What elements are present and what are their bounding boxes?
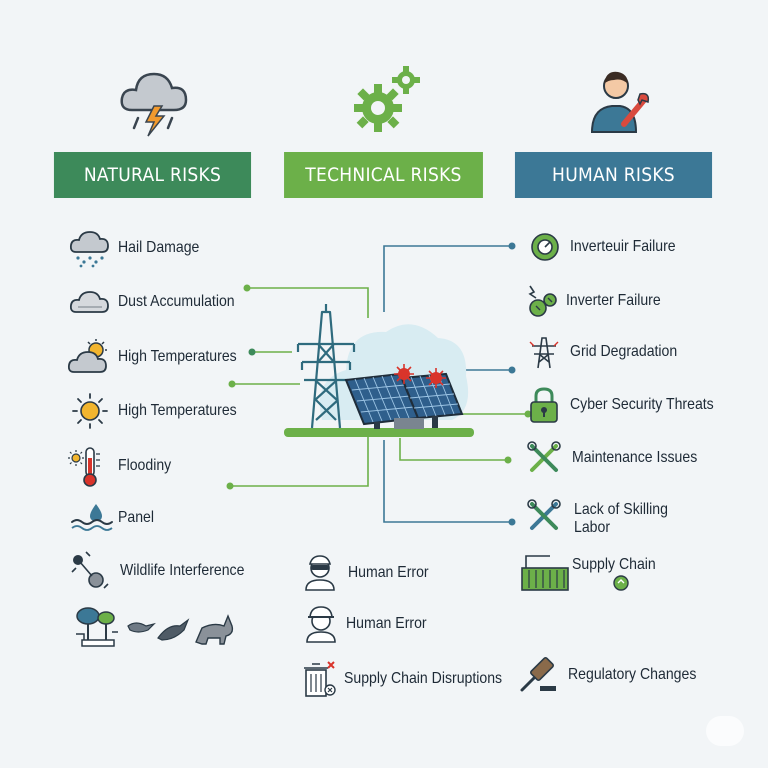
risk-label: Panel: [118, 509, 155, 526]
worker-mask-icon: [305, 555, 335, 591]
broken-gear-icon: [528, 285, 557, 317]
list-item-inverteuir-failure: Inverteuir Failure: [528, 230, 690, 264]
bird-icon: [127, 618, 190, 641]
risk-label: Floodiny: [118, 457, 172, 474]
dust-cloud-icon: [69, 291, 109, 313]
gears-icon: [350, 66, 424, 136]
risk-label: Hail Damage: [118, 239, 200, 256]
risk-label: Dust Accumulation: [118, 293, 235, 310]
sun-icon: [72, 393, 108, 429]
solar-farm-illustration: [284, 304, 474, 437]
list-item-flooding: Floodiny: [68, 444, 178, 488]
technical-risks-header: TECHNICAL RISKS: [284, 152, 483, 198]
grid-tower-icon: [529, 337, 559, 369]
risk-label: Human Error: [346, 615, 427, 632]
list-item-hail-damage: Hail Damage: [68, 228, 210, 268]
thermometer-icon: [68, 447, 100, 487]
list-item-high-temperatures-sun: High Temperatures: [70, 392, 253, 430]
risk-label: Human Error: [348, 564, 429, 581]
list-item-wildlife-interference: Wildlife Interference: [68, 550, 261, 592]
risk-label: Lack of Skilling: [574, 501, 668, 518]
trash-bin-icon: [304, 661, 336, 697]
worker-wrench-icon: [586, 64, 652, 134]
list-item-dust-accumulation: Dust Accumulation: [68, 286, 251, 318]
mushroom-icon: [76, 607, 118, 647]
list-item-regulatory-changes: Regulatory Changes: [518, 656, 714, 694]
risk-label: Supply Chain Disruptions: [344, 670, 503, 687]
risk-label: Regulatory Changes: [568, 666, 697, 683]
list-item-inverter-failure: Inverter Failure: [526, 282, 674, 320]
list-item-grid-degradation: Grid Degradation: [526, 334, 692, 370]
risk-label: Grid Degradation: [570, 343, 678, 360]
fox-icon: [195, 614, 234, 645]
list-item-human-error-1: Human Error: [300, 554, 440, 592]
water-flood-icon: [71, 504, 113, 531]
lock-icon: [530, 387, 558, 423]
recycle-badge-icon: [613, 575, 629, 591]
risk-label-line2: Labor: [574, 519, 611, 536]
risk-label: Cyber Security Threats: [570, 396, 714, 413]
wrench-screwdriver-icon: [527, 499, 561, 530]
wildlife-icon: [71, 551, 109, 589]
list-item-maintenance-issues: Maintenance Issues: [526, 440, 714, 476]
risk-label: Inverteuir Failure: [570, 238, 676, 255]
list-item-supply-chain-disruptions: Supply Chain Disruptions: [302, 660, 524, 698]
risk-label: High Temperatures: [118, 348, 237, 365]
hail-cloud-icon: [69, 231, 109, 268]
risk-label: Maintenance Issues: [572, 449, 698, 466]
risk-label: Inverter Failure: [566, 292, 661, 309]
list-item-panel: Panel: [70, 502, 159, 534]
risk-label: Supply Chain: [572, 556, 656, 573]
human-risks-header: HUMAN RISKS: [514, 152, 713, 198]
worker-helmet-icon: [306, 606, 336, 643]
list-item-cyber-security-threats: Cyber Security Threats: [528, 386, 733, 424]
risk-label: Wildlife Interference: [120, 562, 245, 579]
risk-label: High Temperatures: [118, 402, 237, 419]
corner-badge: [706, 716, 744, 746]
list-item-high-temperatures-cloud: High Temperatures: [66, 338, 253, 376]
sun-cloud-icon: [67, 339, 107, 373]
gavel-icon: [520, 657, 556, 692]
crossed-tools-icon: [527, 441, 561, 472]
list-item-human-error-2: Human Error: [302, 604, 438, 644]
natural-risks-header: NATURAL RISKS: [53, 152, 252, 198]
animals-icon-row: [74, 604, 236, 650]
shipping-container-icon: [521, 555, 569, 591]
inverter-gear-icon: [531, 233, 559, 261]
storm-cloud-icon: [118, 62, 190, 138]
